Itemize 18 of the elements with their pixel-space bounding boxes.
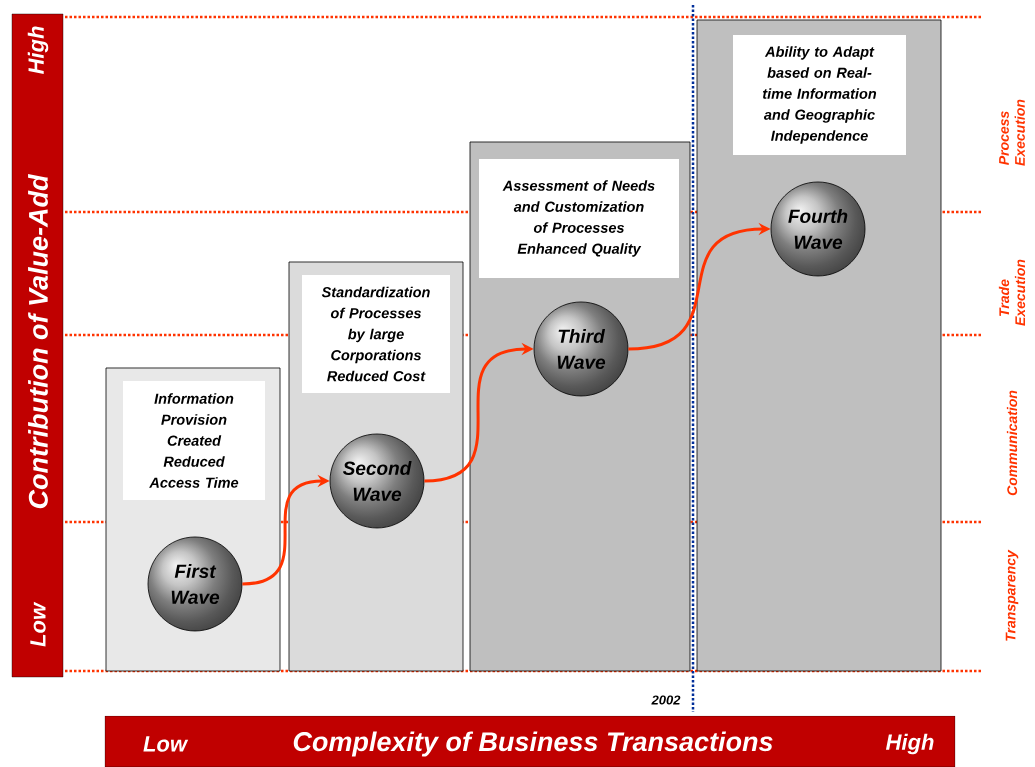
wave-column [696, 19, 942, 672]
level-label: Trade Execution [998, 259, 1026, 326]
level-label: Communication [1006, 390, 1018, 496]
description-box: Standardization of Processes by large Corporations Reduced Cost [302, 275, 450, 393]
axis-end-label: High [27, 26, 49, 75]
axis-title: Complexity of Business Transactions [293, 731, 773, 757]
year-label: 2002 [651, 695, 681, 705]
axis-end-label: Low [30, 601, 46, 647]
level-label: Transparency [1005, 549, 1019, 641]
description-box: Assessment of Needs and Customization of Processes Enhanced Quality [479, 159, 679, 278]
axis-end-label: Low [143, 736, 189, 752]
description-box: Information Provision Created Reduced Access Time [123, 381, 265, 500]
axis-end-label: High [885, 733, 934, 755]
axis-title: Contribution of Value-Add [28, 174, 48, 509]
level-label: Process Execution [999, 99, 1025, 166]
description-box: Ability to Adapt based on Real-time Information and Geographic Independence [733, 35, 906, 155]
wave-column [469, 141, 691, 672]
wave-column [288, 261, 464, 672]
